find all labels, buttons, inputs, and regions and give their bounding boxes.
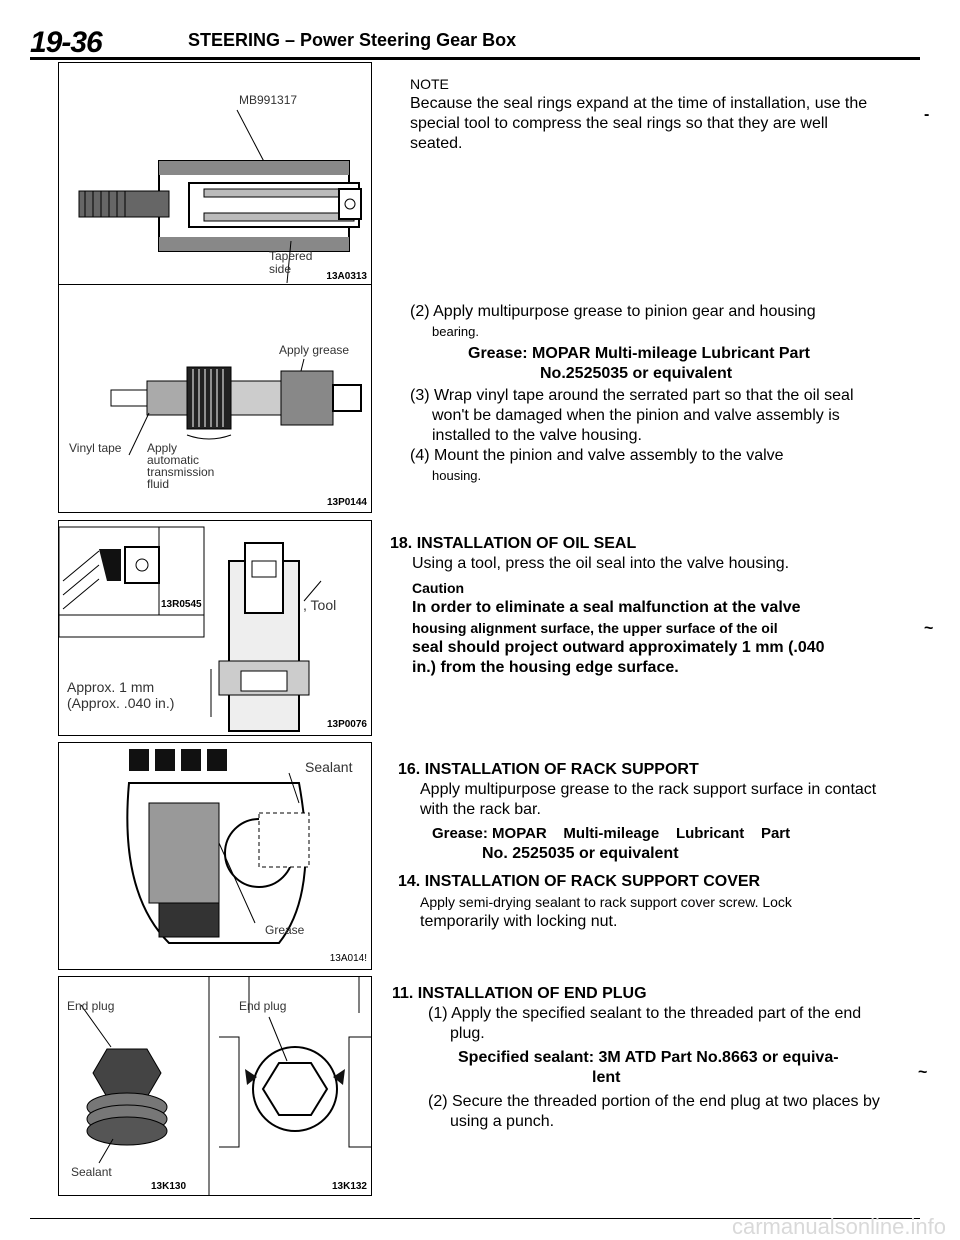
section-16-body: Apply multipurpose grease to the rack su… xyxy=(420,781,877,818)
tool-label: , Tool xyxy=(303,597,337,613)
oil-seal-drawing xyxy=(59,526,322,732)
figure-code: 13A0313 xyxy=(326,271,367,282)
sealant-spec-2: lent xyxy=(592,1069,621,1086)
grease-spec-16-2: No. 2525035 or equivalent xyxy=(482,845,679,862)
apply-grease-label: Apply grease xyxy=(279,343,350,357)
caution-label: Caution xyxy=(412,580,465,596)
apply-atf-label-2: automatic xyxy=(147,453,200,467)
caution-line-2: housing alignment surface, the upper sur… xyxy=(412,620,778,636)
pinion-tool-drawing xyxy=(78,109,362,284)
end-plug-label-right: End plug xyxy=(239,999,287,1013)
figure-pinion-vinyl-tape: Apply grease Vinyl tape Apply automatic … xyxy=(58,284,372,513)
oil-seal-section: 18. INSTALLATION OF OIL SEAL Using a too… xyxy=(390,534,880,678)
approx-040-label: (Approx. .040 in.) xyxy=(67,695,175,711)
apply-atf-label-3: transmission xyxy=(147,465,215,479)
margin-mark: ~ xyxy=(924,620,934,637)
caution-line-4: in.) from the housing edge surface. xyxy=(412,659,679,676)
apply-atf-label-4: fluid xyxy=(147,477,170,491)
special-tool-number: MB991317 xyxy=(239,93,298,107)
section-11-step-1: (1) Apply the specified sealant to the t… xyxy=(428,1005,862,1042)
approx-1mm-label: Approx. 1 mm xyxy=(67,679,155,695)
header-rule xyxy=(30,57,920,60)
section-14-body-2: temporarily with locking nut. xyxy=(420,913,618,930)
grease-spec-16-1: Grease: MOPAR Multi-mileage Lubricant Pa… xyxy=(432,825,791,842)
figure-code-right: 13K132 xyxy=(331,1181,367,1192)
pinion-vinyl-tape-drawing xyxy=(110,358,362,456)
section-14-body-1: Apply semi-drying sealant to rack suppor… xyxy=(420,894,792,910)
footer-rule xyxy=(30,1218,920,1219)
rack-support-section: 16. INSTALLATION OF RACK SUPPORT Apply m… xyxy=(398,760,882,932)
section-16-heading: 16. INSTALLATION OF RACK SUPPORT xyxy=(398,761,699,778)
note-label: NOTE xyxy=(410,76,449,92)
grease-spec-2: No.2525035 or equivalent xyxy=(540,365,733,382)
section-11-step-2: (2) Secure the threaded portion of the e… xyxy=(428,1093,880,1130)
apply-atf-label-1: Apply xyxy=(147,441,178,455)
step-4-tail: housing. xyxy=(432,468,482,483)
vinyl-tape-label: Vinyl tape xyxy=(69,441,122,455)
tapered-side-label-line2: side xyxy=(269,262,292,276)
figure-pinion-special-tool: MB991317 Tapered side 13A0313 xyxy=(58,62,372,286)
watermark: carmanualsonline.info xyxy=(731,1214,946,1239)
margin-mark: ~ xyxy=(918,1064,928,1081)
figure-code: 13P0144 xyxy=(326,497,367,508)
grease-label: Grease xyxy=(265,923,305,937)
section-18-body: Using a tool, press the oil seal into th… xyxy=(412,555,790,572)
figure-end-plug: End plug Sealant End plug 13K130 13K132 xyxy=(58,976,372,1196)
grease-spec-1: Grease: MOPAR Multi-mileage Lubricant Pa… xyxy=(468,345,810,362)
page-title: STEERING – Power Steering Gear Box xyxy=(188,30,517,50)
section-11-heading: 11. INSTALLATION OF END PLUG xyxy=(392,985,647,1002)
tapered-side-label-line1: Tapered xyxy=(269,249,313,263)
figure-code: 13P0076 xyxy=(326,719,367,730)
note-block: NOTE Because the seal rings expand at th… xyxy=(410,74,880,154)
figure-rack-support: Sealant Grease 13A014! xyxy=(58,742,372,970)
figure-code: 13A014! xyxy=(329,953,367,964)
note-body: Because the seal rings expand at the tim… xyxy=(410,95,868,152)
caution-line-1: In order to eliminate a seal malfunction… xyxy=(412,599,801,616)
end-plug-section: 11. INSTALLATION OF END PLUG (1) Apply t… xyxy=(392,984,882,1132)
margin-mark: - xyxy=(924,106,930,123)
sealant-label: Sealant xyxy=(305,759,353,775)
section-18-heading: 18. INSTALLATION OF OIL SEAL xyxy=(390,535,637,552)
rack-support-drawing xyxy=(126,749,310,944)
pinion-steps-block: (2) Apply multipurpose grease to pinion … xyxy=(410,302,880,486)
section-14-heading: 14. INSTALLATION OF RACK SUPPORT COVER xyxy=(398,873,761,890)
end-plug-drawing xyxy=(80,977,371,1195)
step-2-tail: bearing. xyxy=(432,324,479,339)
sealant-spec-1: Specified sealant: 3M ATD Part No.8663 o… xyxy=(458,1049,839,1066)
inset-figure-code: 13R0545 xyxy=(161,599,202,610)
figure-code-left: 13K130 xyxy=(151,1181,187,1192)
sealant-label: Sealant xyxy=(71,1165,112,1179)
step-4-text: (4) Mount the pinion and valve assembly … xyxy=(410,447,784,464)
end-plug-label-left: End plug xyxy=(67,999,115,1013)
page-number: 19-36 xyxy=(30,26,103,59)
figure-oil-seal-installation: 13R0545 , Tool Approx. 1 mm (Approx. .04… xyxy=(58,520,372,736)
step-2-text: (2) Apply multipurpose grease to pinion … xyxy=(410,303,816,320)
caution-line-3: seal should project outward approximatel… xyxy=(412,639,825,656)
step-3-text: (3) Wrap vinyl tape around the serrated … xyxy=(410,387,854,444)
